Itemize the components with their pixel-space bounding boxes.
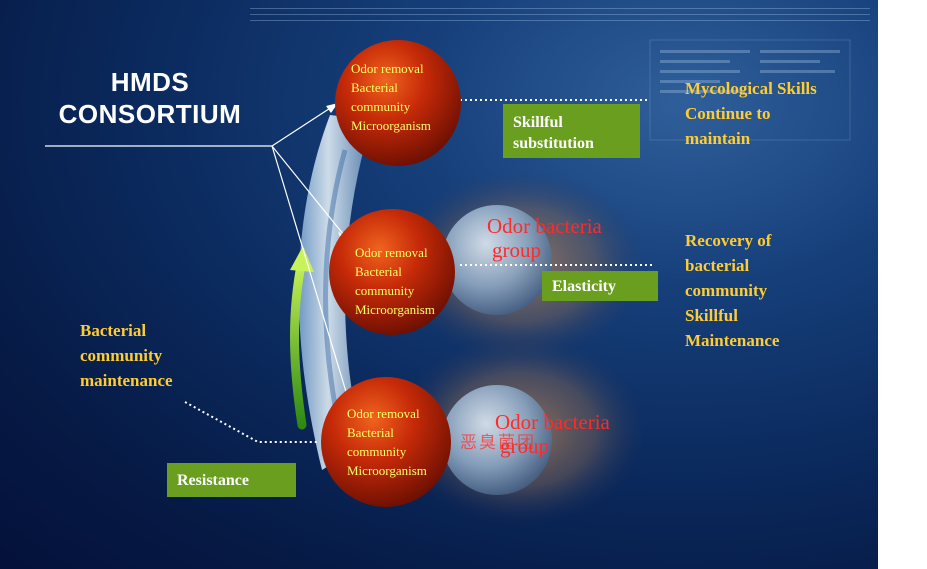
text-line: Skillful: [685, 306, 738, 325]
text-line: maintenance: [80, 371, 173, 390]
text-line: maintain: [685, 129, 751, 148]
odor-text-line: group: [492, 238, 541, 262]
red-ball: [335, 40, 461, 166]
page-title: HMDS CONSORTIUM: [30, 66, 270, 130]
red-ball: [321, 377, 451, 507]
text-line: Maintenance: [685, 331, 780, 350]
ball-text-line: Microorganism: [351, 118, 431, 133]
odor-sphere: [442, 205, 552, 315]
box-text-line: substitution: [513, 135, 594, 152]
title-line: HMDS: [110, 67, 190, 97]
red-ball: [329, 209, 455, 335]
ball-label-bottom: Odor removal Bacterial community Microor…: [347, 404, 427, 480]
odor-text-line: group: [500, 434, 549, 458]
ball-text-line: Microorganism: [347, 463, 427, 478]
ball-text-line: Bacterial: [347, 425, 394, 440]
tech-overlay: [250, 8, 870, 141]
odor-group-label-middle: Odor bacteria group: [487, 214, 602, 262]
ball-text-line: community: [351, 99, 411, 114]
ball-text-line: Bacterial: [351, 80, 398, 95]
bacterial-maintenance-text: Bacterial community maintenance: [80, 318, 173, 393]
elasticity-box: Elasticity: [542, 271, 658, 301]
text-line: community: [80, 346, 163, 365]
green-arrow: [290, 255, 307, 430]
ball-text-line: Odor removal: [355, 245, 428, 260]
ball-text-line: Bacterial: [355, 264, 402, 279]
text-line: Bacterial: [80, 321, 147, 340]
text-line: Recovery of: [685, 231, 772, 250]
text-line: community: [685, 281, 768, 300]
text-line: Continue to: [685, 104, 771, 123]
diagram-graphics: [250, 8, 870, 525]
recovery-text: Recovery of bacterial community Skillful…: [685, 228, 779, 353]
title-line: CONSORTIUM: [58, 99, 242, 129]
resistance-box: Resistance: [167, 463, 296, 497]
ball-text-line: Odor removal: [347, 406, 420, 421]
mycological-skills-text: Mycological Skills Continue to maintain: [685, 76, 817, 151]
slide-canvas: HMDS CONSORTIUM Odor removal Bacterial c…: [0, 0, 878, 569]
odor-text-line: Odor bacteria: [495, 410, 610, 434]
odor-group-label-bottom: Odor bacteria group: [495, 410, 610, 458]
ball-label-middle: Odor removal Bacterial community Microor…: [355, 243, 435, 319]
ball-text-line: community: [347, 444, 407, 459]
text-line: bacterial: [685, 256, 750, 275]
ball-text-line: Microorganism: [355, 302, 435, 317]
odor-sphere: [442, 385, 552, 495]
odor-text-line: Odor bacteria: [487, 214, 602, 238]
text-line: Mycological Skills: [685, 79, 817, 98]
ball-label-top: Odor removal Bacterial community Microor…: [351, 59, 431, 135]
ball-text-line: Odor removal: [351, 61, 424, 76]
odor-watermark: 恶臭菌团: [460, 433, 536, 452]
ball-text-line: community: [355, 283, 415, 298]
skillful-substitution-box: Skillful substitution: [503, 104, 640, 158]
box-text-line: Skillful: [513, 114, 563, 131]
